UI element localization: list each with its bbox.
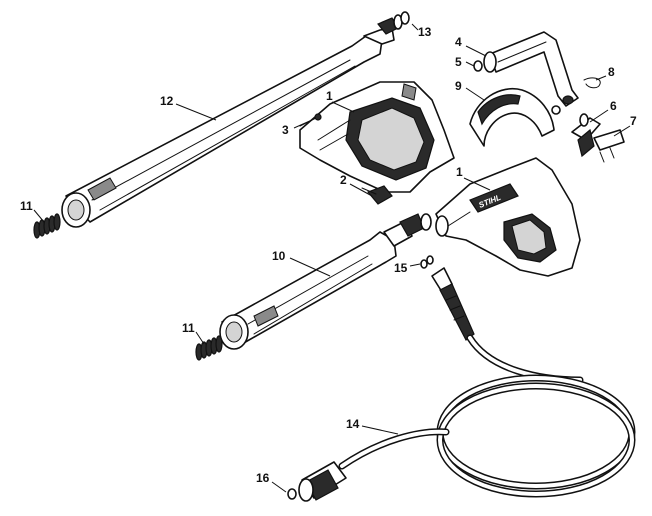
retainer-7[interactable] [593, 129, 625, 163]
trigger-gun-1-lower[interactable]: STIHL [435, 157, 581, 277]
spring-11-lower[interactable] [195, 335, 223, 361]
callout-1-upper: 1 [326, 89, 333, 103]
spring-11-upper[interactable] [33, 213, 61, 239]
grip-housing-1-upper[interactable] [299, 81, 455, 193]
trigger-lock-2[interactable] [361, 185, 393, 205]
callout-10: 10 [272, 249, 286, 263]
callout-3: 3 [282, 123, 289, 137]
leader-lines [33, 23, 631, 493]
hose-14[interactable] [298, 267, 636, 502]
o-ring-15[interactable] [420, 255, 434, 269]
long-lance-12[interactable] [61, 14, 403, 228]
o-ring-16[interactable] [287, 488, 297, 500]
callout-11-upper: 11 [20, 199, 33, 213]
nozzle-6[interactable] [571, 113, 601, 158]
callout-4: 4 [455, 35, 462, 49]
callout-labels: 1 1 2 3 4 5 6 7 8 9 10 11 11 12 13 14 15… [20, 25, 637, 485]
callout-6: 6 [610, 99, 617, 113]
callout-5: 5 [455, 55, 462, 69]
callout-7: 7 [630, 114, 637, 128]
callout-8: 8 [608, 65, 615, 79]
angled-pipe-4[interactable] [483, 31, 579, 107]
callout-16: 16 [256, 471, 270, 485]
callout-12: 12 [160, 94, 174, 108]
o-ring-5[interactable] [473, 60, 483, 72]
hand-guard-9[interactable] [469, 87, 561, 147]
callout-11-lower: 11 [182, 321, 195, 335]
o-ring-13[interactable] [400, 11, 410, 25]
callout-9: 9 [455, 79, 462, 93]
callout-13: 13 [418, 25, 432, 39]
short-lance-10[interactable] [219, 213, 432, 350]
clip-8[interactable] [583, 77, 601, 89]
callout-14: 14 [346, 417, 360, 431]
callout-1-lower: 1 [456, 165, 463, 179]
callout-15: 15 [394, 261, 408, 275]
callout-2: 2 [340, 173, 347, 187]
